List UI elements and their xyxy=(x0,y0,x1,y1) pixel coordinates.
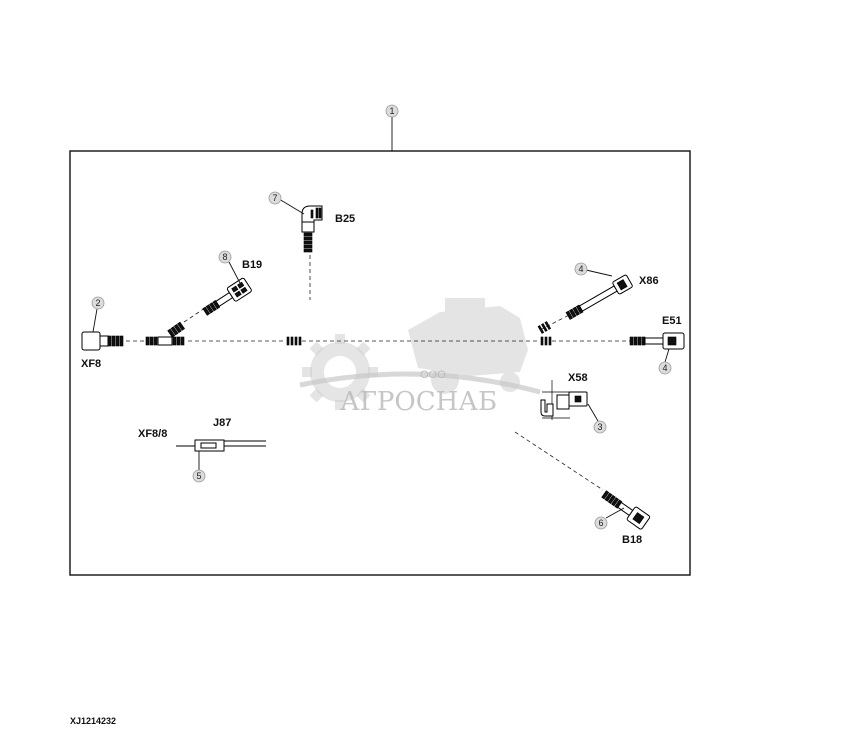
connector-e51 xyxy=(629,332,685,350)
y-splice-right xyxy=(537,321,552,346)
label-x86: X86 xyxy=(639,275,659,287)
svg-text:8: 8 xyxy=(222,252,227,262)
connector-b25 xyxy=(301,205,323,253)
svg-text:4: 4 xyxy=(662,363,667,373)
callout-1: 1 xyxy=(385,104,399,151)
center-sleeve xyxy=(286,336,302,346)
svg-text:2: 2 xyxy=(95,298,100,308)
watermark: ООО АГРОСНАБ xyxy=(299,298,541,417)
label-b19: B19 xyxy=(242,259,262,271)
connector-xf8 xyxy=(81,331,124,351)
label-xf8-8: XF8/8 xyxy=(138,428,167,440)
connector-b19 xyxy=(202,277,252,316)
svg-text:6: 6 xyxy=(598,518,603,528)
svg-text:7: 7 xyxy=(272,193,277,203)
callout-4-bottom: 4 xyxy=(658,348,672,375)
watermark-top-text: ООО xyxy=(420,369,446,381)
svg-text:4: 4 xyxy=(578,264,583,274)
connector-x86 xyxy=(565,274,633,320)
connector-b18 xyxy=(601,490,651,530)
assembly-frame xyxy=(69,150,691,576)
callout-8: 8 xyxy=(218,250,241,284)
label-x58: X58 xyxy=(568,372,588,384)
callout-3: 3 xyxy=(587,403,607,434)
splice-j87 xyxy=(176,439,266,452)
harness-wiring xyxy=(126,255,632,491)
figure-code: XJ1214232 xyxy=(70,716,116,726)
callout-2: 2 xyxy=(91,296,105,333)
label-j87: J87 xyxy=(213,417,231,429)
label-e51: E51 xyxy=(662,315,682,327)
watermark-combine-icon xyxy=(408,298,528,394)
label-b25: B25 xyxy=(335,213,355,225)
callout-4-top: 4 xyxy=(574,262,613,277)
svg-text:5: 5 xyxy=(196,471,201,481)
svg-text:3: 3 xyxy=(597,422,602,432)
callout-6: 6 xyxy=(594,507,625,530)
label-b18: B18 xyxy=(622,534,642,546)
callout-5: 5 xyxy=(192,451,206,483)
watermark-main-text: АГРОСНАБ xyxy=(340,387,497,417)
label-xf8: XF8 xyxy=(81,358,101,370)
callout-7: 7 xyxy=(268,191,305,215)
y-splice-left xyxy=(145,321,185,346)
svg-text:1: 1 xyxy=(389,106,394,116)
connector-x58 xyxy=(540,380,588,420)
